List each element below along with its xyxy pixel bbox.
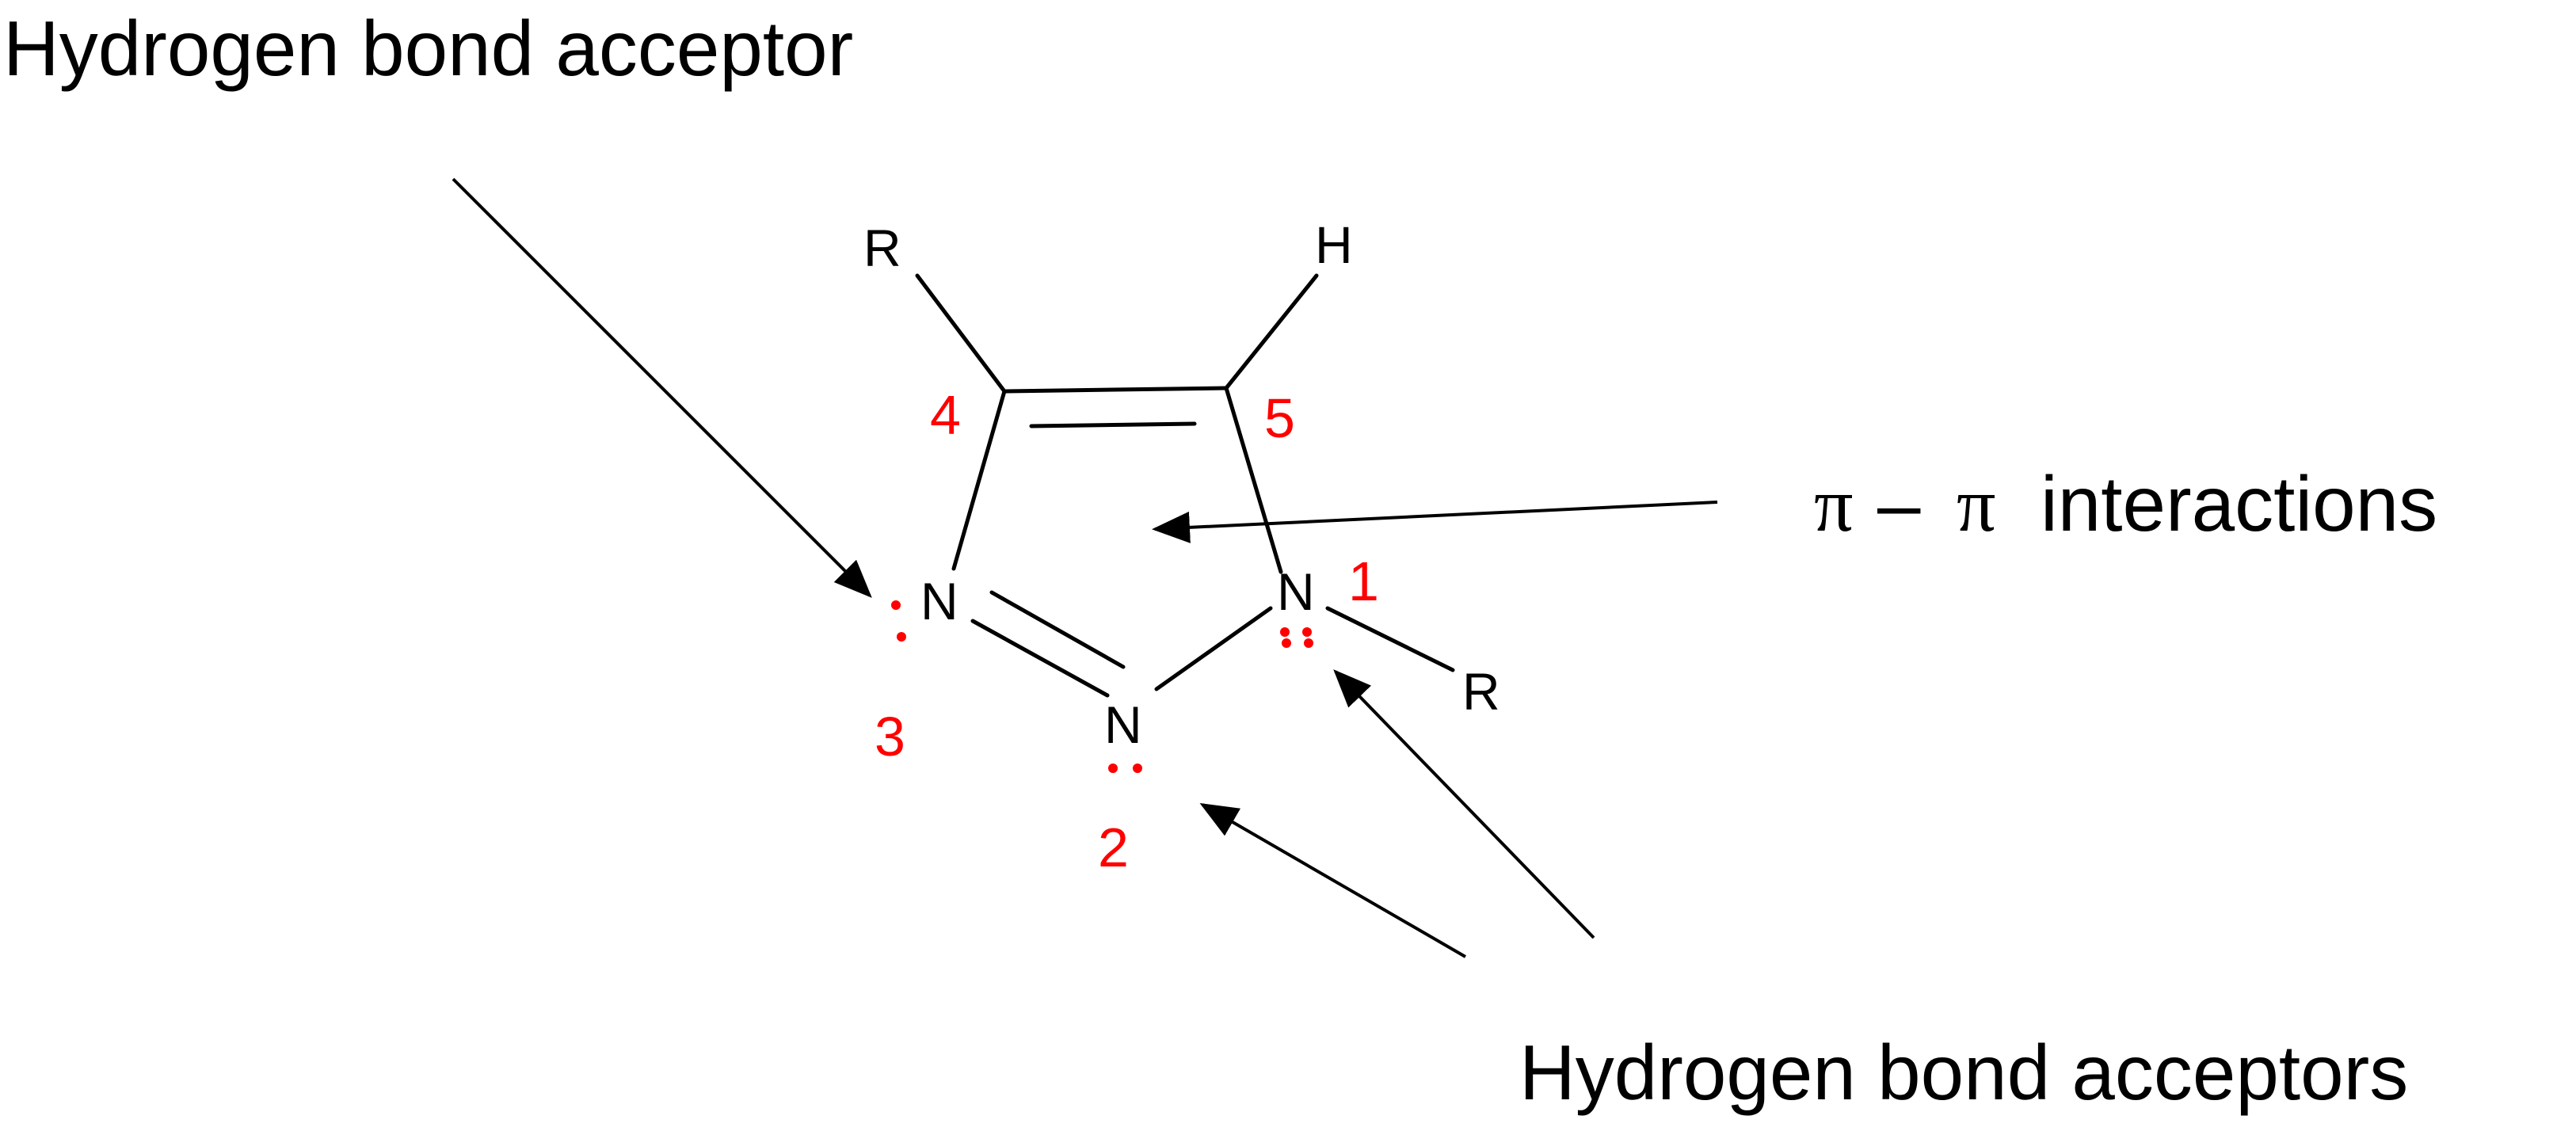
bond-n3-n2-double: [989, 590, 1126, 669]
bond-c5-h: [1224, 273, 1319, 390]
bond-c4-n3: [951, 389, 1007, 571]
lone-pair-n2: [1108, 764, 1142, 773]
hbond-acceptors-label: Hydrogen bond acceptors: [1519, 1029, 2408, 1116]
pi-symbol-right: π: [1957, 463, 1995, 548]
bond-n1-r: [1325, 606, 1455, 672]
arrow-pi-interactions: [1152, 501, 1718, 543]
atom-n2: N: [1104, 695, 1142, 754]
pi-dash: –: [1877, 460, 1921, 547]
atom-n3: N: [920, 572, 958, 630]
lone-pair-n1: [1280, 627, 1313, 648]
atom-n1: N: [1277, 562, 1315, 621]
bond-c4-c5-inner: [1029, 421, 1197, 428]
ring-number-4: 4: [930, 384, 961, 446]
ring-number-1: 1: [1348, 550, 1379, 612]
bond-n3-n2: [970, 619, 1110, 698]
atom-r-right: R: [1462, 662, 1500, 721]
bond-c4-r: [915, 273, 1007, 394]
ring-number-2: 2: [1098, 817, 1129, 878]
bond-n2-n1: [1154, 606, 1273, 691]
ring-number-5: 5: [1264, 387, 1295, 449]
interactions-text: interactions: [2041, 460, 2437, 547]
hbond-acceptor-label: Hydrogen bond acceptor: [3, 5, 853, 92]
pi-symbol-left: π: [1814, 463, 1853, 548]
lone-pair-n3: [891, 600, 906, 642]
ring-number-3: 3: [875, 706, 905, 767]
arrow-to-n3: [452, 177, 872, 598]
bond-c4-c5: [1002, 386, 1229, 394]
arrow-to-n2: [1199, 802, 1467, 958]
pi-pi-interactions-label: π – π interactions: [1814, 460, 2437, 548]
atom-h-top: H: [1315, 215, 1353, 274]
arrow-to-n1: [1333, 669, 1595, 939]
atom-r-top: R: [863, 219, 901, 277]
bond-c5-n1: [1224, 386, 1283, 574]
ring-bonds: [915, 273, 1455, 698]
